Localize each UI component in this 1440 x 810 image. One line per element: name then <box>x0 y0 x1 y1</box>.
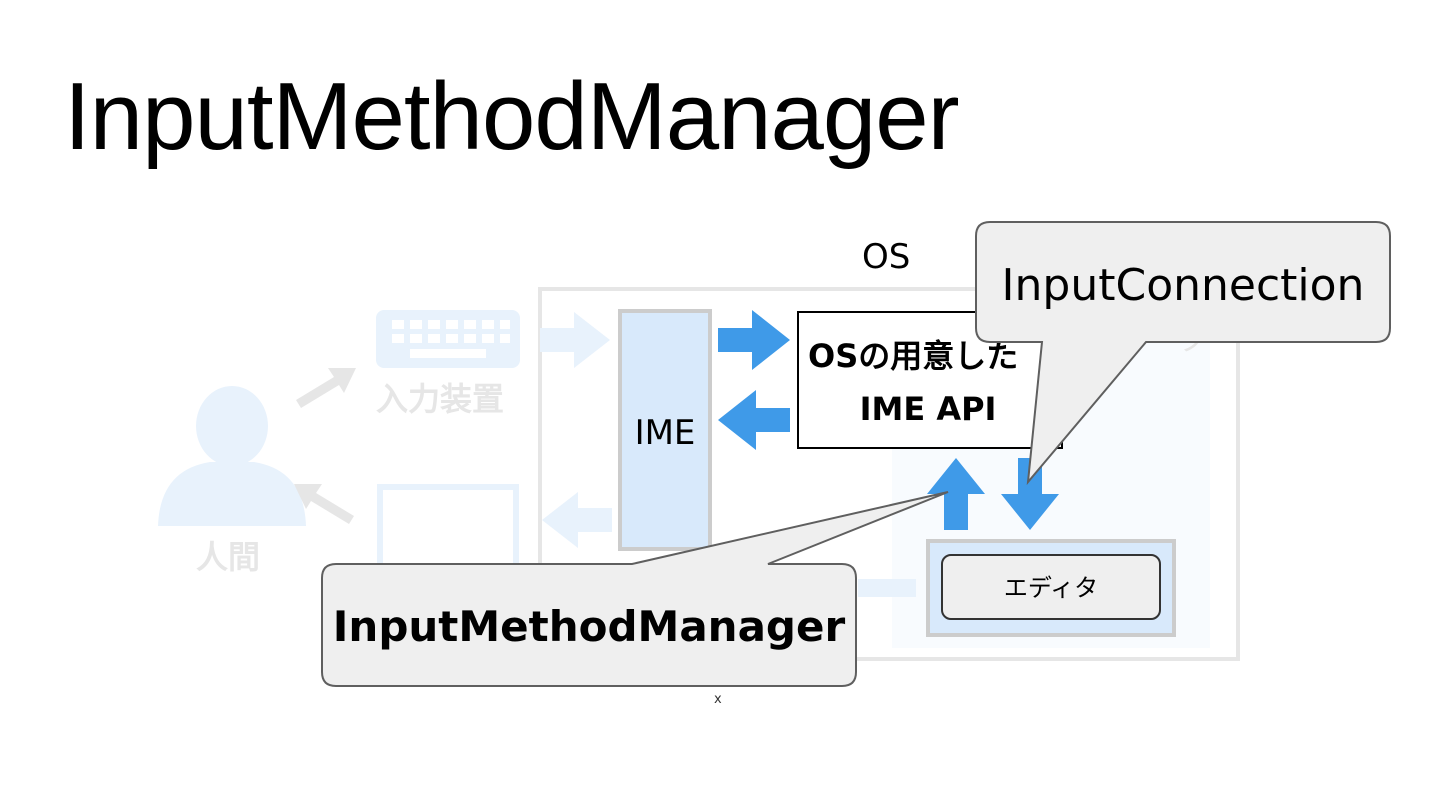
footer-mark: x <box>714 692 722 707</box>
os-label: OS <box>862 237 910 277</box>
arrow-up-right-icon <box>296 368 356 408</box>
editor-label: エディタ <box>1004 574 1098 602</box>
ime-api-line1: OSの用意した <box>808 337 1018 375</box>
callout-input-method-manager <box>321 491 949 687</box>
ime-label: IME <box>635 413 696 453</box>
arrow-down-icon <box>1001 458 1059 530</box>
arrow-right-icon <box>718 310 790 370</box>
arrow-left-icon <box>542 492 612 548</box>
faded-editor-link <box>858 579 916 597</box>
os-boundary <box>538 287 1240 661</box>
arrow-up-icon <box>927 458 985 530</box>
person-icon <box>158 386 306 526</box>
editor-box <box>941 554 1161 620</box>
callout-input-method-manager-label: InputMethodManager <box>333 602 846 651</box>
ime-box <box>618 309 712 551</box>
keyboard-icon <box>376 310 520 368</box>
arrow-left-icon <box>718 390 790 450</box>
input-device-label: 入力装置 <box>376 380 504 418</box>
slide-title: InputMethodManager <box>64 63 960 170</box>
callout-input-connection-label: InputConnection <box>1002 260 1365 311</box>
human-label: 人間 <box>196 538 260 576</box>
callout-input-connection <box>975 221 1391 486</box>
arrow-up-left-icon <box>294 484 354 524</box>
ime-api-line2: IME API <box>860 390 997 428</box>
arrow-right-icon <box>540 312 610 368</box>
